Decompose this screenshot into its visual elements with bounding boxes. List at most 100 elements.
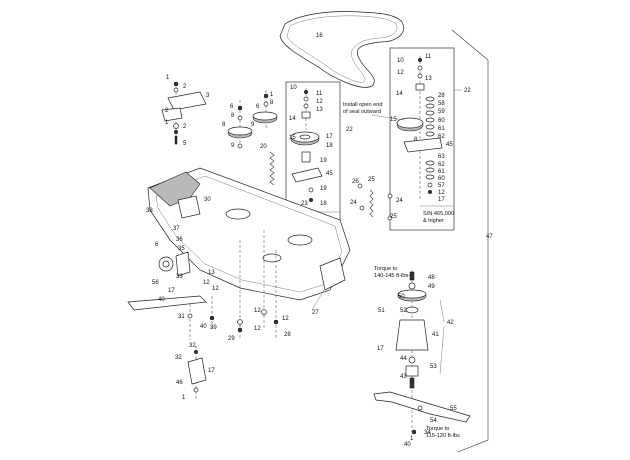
lb-10: 10	[290, 85, 297, 91]
callout-12e: 12	[282, 316, 289, 322]
callout-32b: 32	[175, 355, 182, 361]
sp-55: 55	[450, 406, 457, 412]
callout-38: 38	[146, 208, 153, 214]
lb-45: 45	[326, 171, 333, 177]
callout-12d: 12	[254, 326, 261, 332]
torque-top-line2: 140-145 ft-lbs	[374, 273, 408, 279]
rb-62: 62	[438, 134, 445, 140]
lb-19: 19	[320, 158, 327, 164]
callout-39: 39	[210, 325, 217, 331]
torque-notes: Torque to 140-145 ft-lbs Torque to 115-1…	[374, 266, 460, 439]
sp-1: 1	[410, 436, 414, 442]
callout-1c: 1	[270, 92, 274, 98]
callout-1b: 1	[165, 120, 169, 126]
callout-40b: 40	[200, 324, 207, 330]
callout-27: 27	[312, 310, 319, 316]
mower-deck: 38 30 37 36 35 27	[146, 167, 351, 316]
rb-8: 8	[414, 137, 418, 143]
torque-bottom-line2: 115-120 ft-lbs	[426, 433, 460, 439]
callout-6: 6	[230, 104, 234, 110]
callout-33: 33	[176, 274, 183, 280]
spindle-assembly: 48 49 50 51 52 41 17 44 43 53 42	[377, 270, 454, 432]
sp-49: 49	[428, 284, 435, 290]
rb-12: 12	[397, 70, 404, 76]
rb-57: 57	[438, 183, 445, 189]
rb-45: 45	[446, 142, 453, 148]
callout-9: 9	[231, 143, 235, 149]
callout-8b: 8	[222, 122, 226, 128]
rb-60b: 60	[438, 176, 445, 182]
callout-46: 46	[176, 380, 183, 386]
callout-37: 37	[173, 226, 180, 232]
sp-53: 53	[430, 364, 437, 370]
rb-63: 63	[438, 154, 445, 160]
sp-48: 48	[428, 275, 435, 281]
lb-13: 13	[316, 107, 323, 113]
lb-14: 14	[289, 116, 296, 122]
callout-1d: 1	[182, 395, 186, 401]
rb-13: 13	[425, 76, 432, 82]
sp-44: 44	[400, 356, 407, 362]
callout-25b: 25	[390, 214, 397, 220]
callout-29: 29	[228, 336, 235, 342]
lb-18: 18	[326, 143, 333, 149]
torque-bottom-line1: Torque to	[426, 426, 449, 432]
deck-springs: 25 26 24 24 25	[350, 177, 403, 221]
rb-59: 59	[438, 109, 445, 115]
rb-61b: 61	[438, 169, 445, 175]
seal-note-line2: of seal outward	[343, 109, 381, 115]
callout-3: 3	[206, 93, 210, 99]
mount-plate-group: 1 2 3 2 1 2 5	[161, 75, 210, 147]
callout-8c: 8	[270, 100, 274, 106]
callout-8: 8	[231, 113, 235, 119]
callout-30: 30	[204, 197, 211, 203]
callout-35: 35	[178, 246, 185, 252]
callout-56: 56	[152, 280, 159, 286]
belt-callout: 16	[316, 33, 323, 39]
detail-box-high-serial: 10 11 12 13 14 28 58 59 15 60 61 62 8 45…	[389, 47, 471, 231]
callout-24a: 24	[396, 198, 403, 204]
rb-17: 17	[438, 197, 445, 203]
sp-43: 43	[400, 374, 407, 380]
callout-40a: 40	[158, 297, 165, 303]
sp-41: 41	[432, 332, 439, 338]
callout-2b: 2	[165, 108, 169, 114]
callout-9b: 9	[251, 122, 255, 128]
lb-18b: 18	[320, 201, 327, 207]
callout-6-deck: 6	[155, 242, 159, 248]
callout-32: 32	[189, 343, 196, 349]
lb-12: 12	[316, 99, 323, 105]
sp-40: 40	[404, 442, 411, 448]
group-47-callout: 47	[486, 234, 493, 240]
mower-blade: 55 54 34 1 40	[373, 391, 471, 448]
sp-54: 54	[430, 418, 437, 424]
callout-22-left: 22	[346, 127, 353, 133]
rb-11: 11	[425, 54, 432, 60]
drive-belt: 16	[279, 11, 404, 88]
callout-17: 17	[168, 288, 175, 294]
deck-linkage: 17 40 31 40 39	[127, 288, 217, 340]
callout-1: 1	[166, 75, 170, 81]
rb-12b: 12	[438, 190, 445, 196]
rb-10: 10	[397, 58, 404, 64]
sp-17: 17	[377, 346, 384, 352]
callout-6b: 6	[256, 104, 260, 110]
tension-spring: 20	[260, 144, 275, 186]
group-47-bracket: 47	[451, 29, 493, 453]
sp-50: 50	[398, 294, 405, 300]
callout-12c: 12	[254, 308, 261, 314]
rb-60: 60	[438, 118, 445, 124]
callout-24b: 24	[350, 200, 357, 206]
callout-2: 2	[183, 84, 187, 90]
rb-61: 61	[438, 126, 445, 132]
callout-22-right: 22	[464, 88, 471, 94]
rb-58: 58	[438, 101, 445, 107]
callout-17b: 17	[208, 368, 215, 374]
rb-28: 28	[438, 93, 445, 99]
sn-high-line1: S/N 465,000	[423, 211, 454, 217]
callout-12b: 12	[212, 286, 219, 292]
torque-top-line1: Torque to	[374, 266, 397, 272]
anti-scalp-wheel: 6 33 56 13 12 12	[152, 242, 219, 292]
